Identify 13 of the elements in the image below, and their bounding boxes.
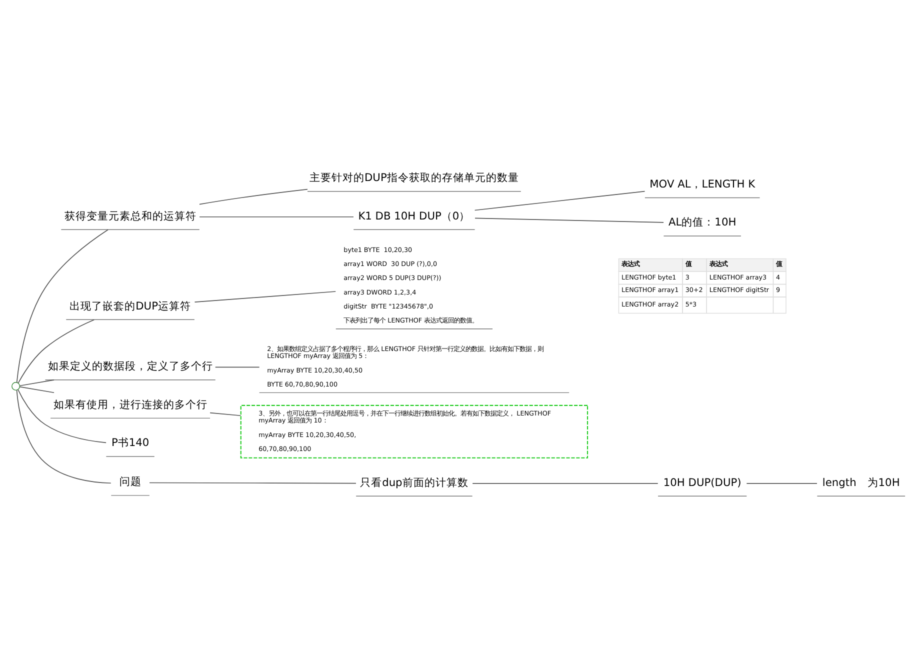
node-text: 如果有使用，进行连接的多个行 bbox=[53, 398, 208, 411]
node-text: 出现了嵌套的DUP运算符 bbox=[70, 299, 191, 312]
node-text: AL的值：10H bbox=[668, 216, 736, 229]
node-text: 主要针对的DUP指令获取的存储单元的数量 bbox=[310, 171, 519, 184]
node-text: K1 DB 10H DUP（0） bbox=[358, 209, 470, 222]
node-text: 如果定义的数据段，定义了多个行 bbox=[48, 360, 213, 373]
node-text: 问题 bbox=[119, 475, 142, 488]
node-text: P书140 bbox=[111, 436, 150, 450]
node-text: 10H DUP(DUP) bbox=[663, 476, 742, 489]
node-text: 只看dup前面的计算数 bbox=[360, 476, 468, 489]
node-text: length 为10H bbox=[822, 476, 900, 489]
node-text: 获得变量元素总和的运算符 bbox=[64, 209, 196, 222]
node-text: MOV AL，LENGTH K bbox=[650, 177, 756, 190]
